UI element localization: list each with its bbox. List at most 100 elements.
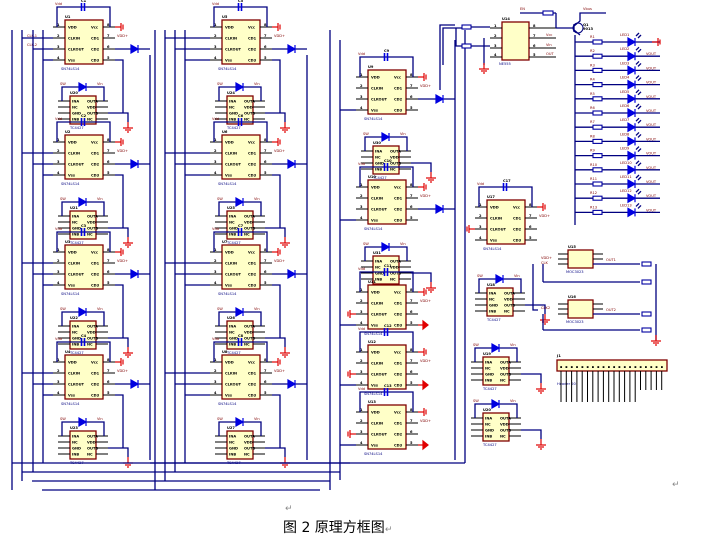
- pin-name: INA: [229, 325, 236, 329]
- pin-name: INA: [485, 361, 492, 365]
- diode-triangle: [78, 196, 88, 208]
- cap-ref: C10: [384, 159, 392, 163]
- led-ref: LED11: [620, 175, 632, 179]
- pin-name: CD3: [513, 239, 522, 243]
- pin-name: INA: [375, 260, 382, 264]
- chip-body: [69, 320, 97, 350]
- pin-name: CD2: [91, 163, 100, 167]
- pin-name: VDD: [68, 141, 77, 145]
- diode-icon: [78, 306, 88, 318]
- paragraph-mark-right: ↵: [672, 480, 680, 490]
- ground-wire: [521, 373, 542, 383]
- pin-name: CD1: [91, 262, 100, 266]
- capacitor-icon: [383, 163, 389, 171]
- pin-number: 3: [360, 205, 363, 209]
- chip-body: [367, 179, 407, 225]
- pin-name: INA: [489, 292, 496, 296]
- pin-name: Vss: [371, 219, 378, 223]
- pin-name: NC: [375, 156, 381, 160]
- diode-triangle: [491, 342, 501, 354]
- capacitor-icon: [383, 328, 389, 336]
- chip-part: SN74LS14: [483, 247, 502, 251]
- pin-name: CLKOUT: [225, 163, 242, 167]
- pin-name: CD3: [394, 109, 403, 113]
- ground-symbol-icon: [540, 314, 550, 325]
- net-label: Vdd: [55, 117, 62, 121]
- pin-number: 8: [410, 288, 413, 292]
- chip-ref: U8: [222, 350, 228, 354]
- pin-number: 3: [57, 45, 60, 49]
- pin-name: CD1: [248, 152, 257, 156]
- pin-name: CD1: [394, 422, 403, 426]
- pin-name: NC: [87, 118, 93, 122]
- diode-icon: [627, 207, 637, 218]
- pin-name: NC: [244, 343, 250, 347]
- pin-name: CD1: [248, 37, 257, 41]
- pin-number: 6: [107, 270, 110, 274]
- connector-pin-label: ▪: [571, 365, 574, 369]
- pin-number: 2: [57, 369, 60, 373]
- diode-icon: [495, 273, 505, 285]
- ground-symbol-icon: [651, 335, 661, 346]
- top-link: [439, 24, 455, 90]
- led-light-ray: [637, 77, 642, 82]
- pin-number: 5: [533, 53, 536, 57]
- chip-body: [486, 199, 526, 245]
- cap-ref: C2: [81, 114, 87, 118]
- chip-body: [64, 134, 104, 180]
- pin-name: VDD: [68, 361, 77, 365]
- pin-name: CLKOUT: [371, 433, 388, 437]
- power-arrow: [422, 319, 429, 331]
- ground-symbol-icon: [418, 288, 427, 296]
- pin-number: 8: [107, 138, 110, 142]
- pin-name: OUTA: [244, 100, 255, 104]
- diode-triangle: [627, 178, 637, 190]
- pin-name: NC: [485, 367, 491, 371]
- led-resistor-ref: R10: [590, 163, 598, 167]
- pin-name: INB: [229, 233, 236, 237]
- pin-number: 2: [360, 359, 363, 363]
- transistor-collector: [573, 12, 606, 27]
- pin-number: 5: [264, 56, 267, 60]
- net-label: Vin: [400, 132, 406, 136]
- diode-triangle: [78, 306, 88, 318]
- chip-part: SN74LS14: [61, 67, 80, 71]
- pin-name: VDD: [371, 411, 380, 415]
- resistor-icon: [592, 195, 603, 201]
- chip-body: [482, 356, 510, 386]
- ground-wire: [265, 227, 286, 237]
- pin-name: INA: [72, 325, 79, 329]
- diode-triangle: [381, 131, 391, 143]
- pin-name: CD2: [394, 433, 403, 437]
- pin-name: OUTB: [87, 447, 98, 451]
- pin-name: CLKOUT: [490, 228, 507, 232]
- diode-triangle: [627, 51, 637, 62]
- pin-name: CLKOUT: [371, 98, 388, 102]
- net-label: VDD+: [420, 359, 431, 363]
- pin-number: 1: [57, 358, 60, 362]
- pin-name: VDD: [244, 331, 253, 335]
- pin-name: INB: [72, 343, 79, 347]
- chip-part: SN74LS14: [218, 402, 237, 406]
- connector-pin-label: ▪: [576, 365, 579, 369]
- pin-name: CLKOUT: [68, 273, 85, 277]
- ground-wire: [265, 337, 286, 347]
- cap-loop-wire: [359, 56, 414, 77]
- pin-name: Vss: [490, 239, 497, 243]
- net-label: Vbus: [583, 7, 592, 11]
- net-label: VDD+: [117, 369, 128, 373]
- pin-name: Vcc: [394, 351, 401, 355]
- led-light-ray: [637, 119, 642, 124]
- ground-symbol-icon: [418, 183, 427, 191]
- pin-number: 1: [214, 358, 217, 362]
- optocoupler-body: [567, 299, 594, 319]
- link-wire: [272, 284, 281, 338]
- led-ref: LED12: [620, 189, 632, 193]
- pin-name: Vcc: [248, 251, 255, 255]
- chip-part: TC4427: [69, 241, 84, 245]
- diode-triangle: [287, 43, 297, 55]
- pin-name: INB: [485, 379, 492, 383]
